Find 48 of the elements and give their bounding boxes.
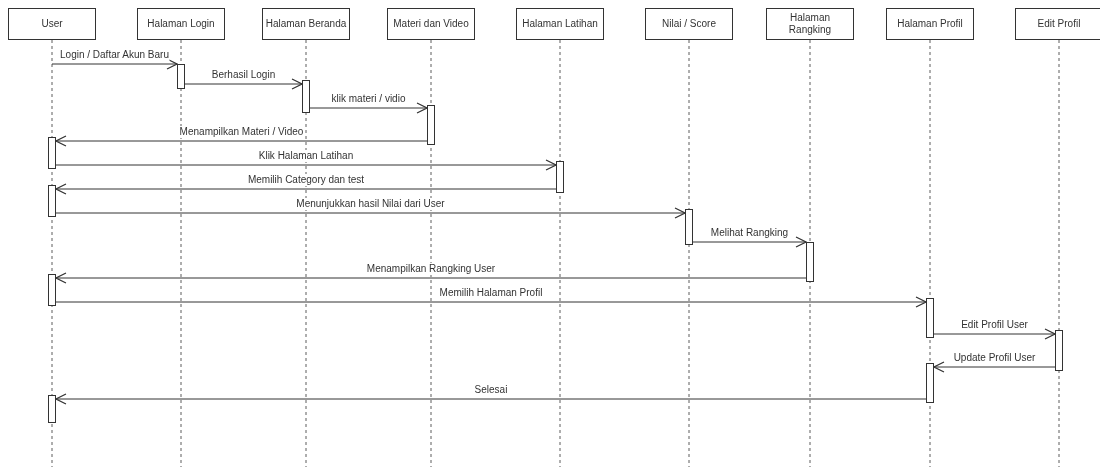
message-label: Menampilkan Materi / Video (178, 126, 305, 138)
activation-bar (926, 298, 934, 338)
activation-bar (926, 363, 934, 403)
message-arrow (184, 78, 303, 90)
activation-bar (177, 64, 185, 89)
participant-box: Halaman Beranda (262, 8, 350, 40)
message-arrow (55, 393, 927, 405)
message-arrow (55, 183, 557, 195)
message-label: Berhasil Login (210, 69, 277, 81)
message-arrow (309, 102, 428, 114)
activation-bar (685, 209, 693, 245)
message-label: Selesai (473, 384, 509, 396)
participant-box: Halaman Rangking (766, 8, 854, 40)
message-label: Update Profil User (952, 352, 1037, 364)
message-arrow (55, 272, 807, 284)
participant-box: Materi dan Video (387, 8, 475, 40)
participant-box: Halaman Latihan (516, 8, 604, 40)
message-arrow (55, 135, 428, 147)
message-label: Memilih Halaman Profil (438, 287, 544, 299)
activation-bar (427, 105, 435, 145)
activation-bar (48, 274, 56, 306)
participant-box: User (8, 8, 96, 40)
activation-bar (556, 161, 564, 193)
activation-bar (48, 185, 56, 217)
message-label: Login / Daftar Akun Baru (59, 49, 170, 61)
participant-box: Halaman Login (137, 8, 225, 40)
activation-bar (806, 242, 814, 282)
message-label: klik materi / vidio (330, 93, 407, 105)
message-label: Menunjukkan hasil Nilai dari User (295, 198, 446, 210)
message-arrow (55, 207, 686, 219)
message-arrow (55, 159, 557, 171)
participant-box: Nilai / Score (645, 8, 733, 40)
message-arrow (933, 328, 1056, 340)
message-arrow (692, 236, 807, 248)
participant-box: Edit Profil (1015, 8, 1100, 40)
participant-box: Halaman Profil (886, 8, 974, 40)
message-arrow (55, 296, 927, 308)
message-label: Edit Profil User (960, 319, 1029, 331)
message-arrow (51, 58, 178, 70)
message-label: Memilih Category dan test (246, 174, 366, 186)
message-label: Menampilkan Rangking User (365, 263, 497, 275)
message-label: Klik Halaman Latihan (257, 150, 355, 162)
activation-bar (48, 395, 56, 423)
message-arrow (933, 361, 1056, 373)
activation-bar (48, 137, 56, 169)
message-label: Melihat Rangking (709, 227, 790, 239)
activation-bar (1055, 330, 1063, 371)
activation-bar (302, 80, 310, 113)
